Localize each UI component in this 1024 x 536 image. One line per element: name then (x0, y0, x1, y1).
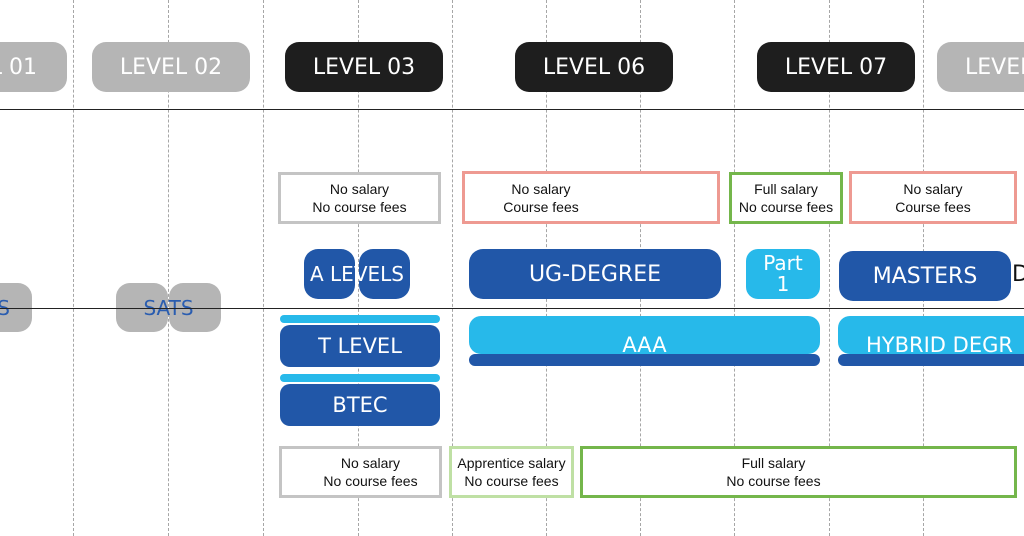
column-guide (358, 0, 359, 536)
a-levels-pill-b (359, 249, 410, 299)
column-guide (168, 0, 169, 536)
t-level-pill: T LEVEL (280, 325, 440, 367)
funding-box-level06-top: No salary Course fees (462, 171, 720, 224)
funding-fees: Course fees (895, 198, 971, 215)
funding-box-part1-top: Full salary No course fees (729, 172, 843, 224)
funding-salary: Full salary (741, 455, 806, 471)
funding-box-level03-top: No salary No course fees (278, 172, 441, 224)
funding-fees: No course fees (464, 473, 559, 489)
funding-salary: No salary (903, 180, 963, 197)
aaa-pill: AAA (469, 316, 820, 354)
part1-label-line2: 1 (776, 272, 790, 296)
funding-fees: No course fees (312, 199, 407, 215)
level-02-pill: LEVEL 02 (92, 42, 250, 92)
header-divider (0, 109, 1024, 110)
sats-pill-left: S (0, 283, 32, 332)
masters-trailing-text: D (1012, 262, 1024, 287)
funding-box-full-bottom: Full salary No course fees (580, 446, 1017, 498)
column-guide (734, 0, 735, 536)
funding-salary: No salary (329, 181, 390, 197)
ug-degree-pill: UG-DEGREE (469, 249, 721, 299)
a-levels-pill-a (304, 249, 355, 299)
middle-divider (0, 308, 1024, 309)
column-guide (829, 0, 830, 536)
hybrid-degree-pill: HYBRID DEGR (838, 316, 1024, 354)
column-guide (73, 0, 74, 536)
level-03-pill: LEVEL 03 (285, 42, 443, 92)
masters-pill: MASTERS (839, 251, 1011, 301)
t-level-accent-bar (280, 315, 440, 323)
funding-salary: Full salary (754, 181, 818, 197)
funding-fees: No course fees (738, 199, 834, 215)
level-06-label: LEVEL 06 (542, 54, 646, 80)
funding-fees: No course fees (323, 473, 418, 489)
column-guide (263, 0, 264, 536)
funding-fees: No course fees (726, 473, 821, 489)
sats-pill-b (169, 283, 221, 332)
btec-label: BTEC (332, 393, 388, 417)
funding-box-masters-top: No salary Course fees (849, 171, 1017, 224)
level-01-label: LEVEL 01 (0, 54, 37, 80)
sats-pill-a (116, 283, 168, 332)
sats-left-label: S (0, 295, 10, 320)
part1-label-line1: Part (763, 251, 803, 275)
ug-degree-label: UG-DEGREE (528, 261, 662, 287)
column-guide (452, 0, 453, 536)
level-01-pill: LEVEL 01 (0, 42, 67, 92)
level-03-label: LEVEL 03 (312, 54, 416, 80)
btec-accent-bar (280, 374, 440, 382)
hybrid-base-bar (838, 354, 1024, 366)
sats-label: SATS (143, 295, 194, 320)
level-07-label: LEVEL 07 (784, 54, 888, 80)
level-07-pill: LEVEL 07 (757, 42, 915, 92)
btec-pill: BTEC (280, 384, 440, 426)
level-06-pill: LEVEL 06 (515, 42, 673, 92)
funding-box-level03-bottom: No salary No course fees (279, 446, 442, 498)
a-levels-label: A LEVELS (310, 262, 404, 286)
part1-pill: Part 1 (746, 249, 820, 299)
funding-box-apprentice-bottom: Apprentice salary No course fees (449, 446, 574, 498)
funding-fees: Course fees (503, 198, 579, 215)
funding-salary: Apprentice salary (457, 455, 566, 471)
level-02-label: LEVEL 02 (119, 54, 223, 80)
level-08-label: LEVEL (965, 54, 1024, 80)
t-level-label: T LEVEL (318, 334, 402, 358)
aaa-base-bar (469, 354, 820, 366)
masters-label: MASTERS (872, 263, 978, 289)
level-08-pill: LEVEL (937, 42, 1024, 92)
hybrid-degree-label: HYBRID DEGR (866, 333, 1013, 354)
funding-salary: No salary (511, 180, 571, 197)
funding-salary: No salary (340, 455, 401, 471)
aaa-label: AAA (622, 333, 667, 354)
